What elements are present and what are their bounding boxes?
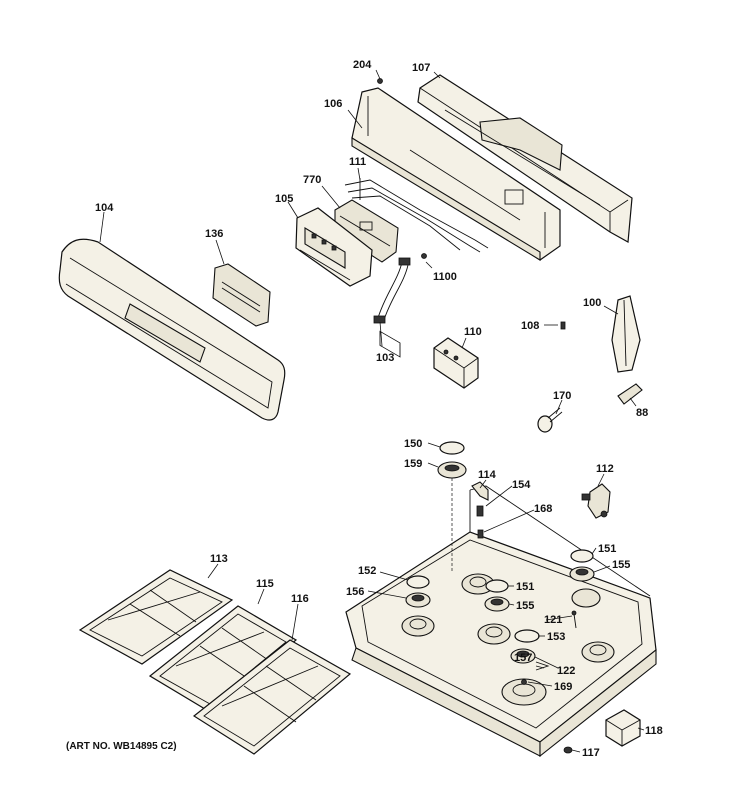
label-118: 118 xyxy=(645,725,663,737)
orifice-154[interactable] xyxy=(476,505,484,517)
label-151b: 151 xyxy=(516,581,534,593)
label-159: 159 xyxy=(404,458,422,470)
igniter-module-110[interactable] xyxy=(433,337,479,389)
label-121: 121 xyxy=(544,614,562,626)
screw-1100[interactable] xyxy=(421,253,427,259)
label-136: 136 xyxy=(205,228,223,240)
electronic-control-105[interactable] xyxy=(295,207,373,287)
label-170: 170 xyxy=(553,390,571,402)
cooktop[interactable] xyxy=(345,485,657,758)
label-107: 107 xyxy=(412,62,430,74)
label-122: 122 xyxy=(557,665,575,677)
control-overlay-136[interactable] xyxy=(212,263,271,327)
grate-113[interactable] xyxy=(78,569,234,665)
label-106: 106 xyxy=(324,98,342,110)
spring-122[interactable] xyxy=(535,661,550,671)
label-153: 153 xyxy=(547,631,565,643)
valve-112[interactable] xyxy=(581,483,611,519)
backsplash-frame-106[interactable] xyxy=(351,87,561,358)
burner-head-156[interactable] xyxy=(405,592,431,608)
burner-head-157[interactable] xyxy=(510,648,536,664)
burner-head-155-right[interactable] xyxy=(569,566,595,582)
label-770: 770 xyxy=(303,174,321,186)
label-155b: 155 xyxy=(516,600,534,612)
wire-harness-111[interactable] xyxy=(344,178,489,253)
burner-head-155-center[interactable] xyxy=(484,596,510,612)
burner-cap-150[interactable] xyxy=(439,441,465,455)
label-152: 152 xyxy=(358,565,376,577)
label-155a: 155 xyxy=(612,559,630,571)
burner-center[interactable] xyxy=(477,623,511,645)
label-156: 156 xyxy=(346,586,364,598)
rear-cover-107[interactable] xyxy=(417,74,633,243)
label-110: 110 xyxy=(464,326,482,338)
label-108: 108 xyxy=(521,320,539,332)
burner-cap-153[interactable] xyxy=(514,629,540,643)
grate-116[interactable] xyxy=(192,639,352,755)
burner-right-front[interactable] xyxy=(581,641,615,663)
label-88: 88 xyxy=(636,407,648,419)
label-150: 150 xyxy=(404,438,422,450)
control-board-770[interactable] xyxy=(334,199,399,263)
part-labels: 204 107 106 111 770 105 104 136 1100 103… xyxy=(66,59,663,759)
label-111: 111 xyxy=(349,156,366,168)
screw-169[interactable] xyxy=(521,679,527,685)
label-100: 100 xyxy=(583,297,601,309)
label-105: 105 xyxy=(275,193,293,205)
label-116: 116 xyxy=(291,593,309,605)
label-113: 113 xyxy=(210,553,228,565)
burner-oval[interactable] xyxy=(501,678,547,706)
label-169: 169 xyxy=(554,681,572,693)
label-117: 117 xyxy=(582,747,600,759)
burner-left-front[interactable] xyxy=(401,615,435,637)
burner-head-159[interactable] xyxy=(437,461,467,572)
art-number: (ART NO. WB14895 C2) xyxy=(66,741,177,752)
grate-115[interactable] xyxy=(148,605,298,713)
burner-cap-152[interactable] xyxy=(406,575,430,589)
label-151a: 151 xyxy=(598,543,616,555)
label-168: 168 xyxy=(534,503,552,515)
backsplash-trim-104[interactable] xyxy=(58,238,286,421)
burner-cap-151-center[interactable] xyxy=(485,579,509,593)
label-204: 204 xyxy=(353,59,372,71)
wire-harness-103[interactable] xyxy=(373,257,411,324)
label-157: 157 xyxy=(514,652,532,664)
burner-cap-151-right[interactable] xyxy=(570,549,594,563)
leveling-leg-118[interactable] xyxy=(605,709,641,747)
knob-170[interactable] xyxy=(537,407,563,433)
label-104: 104 xyxy=(95,202,114,214)
label-114: 114 xyxy=(478,469,497,481)
leader-lines xyxy=(99,71,645,753)
bracket-114[interactable] xyxy=(471,481,489,501)
label-154: 154 xyxy=(512,479,531,491)
screw-121[interactable] xyxy=(571,610,577,629)
screw-204[interactable] xyxy=(375,69,383,84)
screw-108[interactable] xyxy=(560,321,566,330)
orifice-168[interactable] xyxy=(477,529,484,539)
spacer-88[interactable] xyxy=(617,383,643,405)
label-112: 112 xyxy=(596,463,614,475)
label-115: 115 xyxy=(256,578,274,590)
label-103: 103 xyxy=(376,352,394,364)
burner-right-rear[interactable] xyxy=(571,588,601,608)
label-1100: 1100 xyxy=(433,271,457,283)
end-cap-100[interactable] xyxy=(611,295,641,373)
screw-117[interactable] xyxy=(563,746,573,754)
